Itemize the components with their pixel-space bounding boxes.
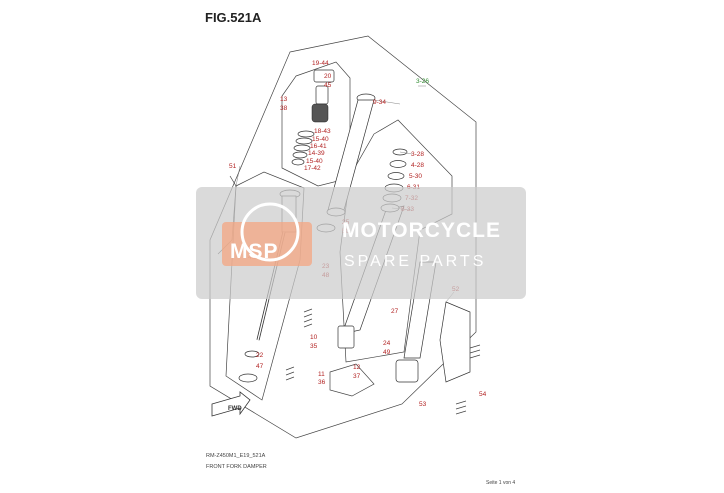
callout-24: 24 <box>383 340 391 347</box>
watermark-badge-ring <box>240 202 300 262</box>
watermark-line2: SPARE PARTS <box>344 253 486 270</box>
callout-17-42: 17-42 <box>304 165 321 172</box>
callout-22: 22 <box>256 352 264 359</box>
spring-seat-outline <box>281 61 351 187</box>
callout-47: 47 <box>256 363 264 370</box>
springs <box>285 308 481 415</box>
callout-51: 51 <box>229 163 237 170</box>
watermark-line1: MOTORCYCLE <box>342 219 501 242</box>
watermark-badge: MSP <box>230 240 279 263</box>
callout-16-41: 16-41 <box>310 143 327 150</box>
callout-37: 37 <box>353 373 361 380</box>
page-indicator: Seite 1 von 4 <box>486 480 516 486</box>
callout-14-39: 14-39 <box>308 150 325 157</box>
callout-53: 53 <box>419 401 427 408</box>
callout-20: 20 <box>324 73 332 80</box>
callout-13: 13 <box>280 96 288 103</box>
watermark-accent <box>222 222 312 266</box>
callout-12: 12 <box>353 364 361 371</box>
figure-code: RM-Z450M1_E19_521A <box>206 453 266 459</box>
callout-3-26: 3-26 <box>416 78 429 85</box>
fork-protector <box>439 301 471 383</box>
callout-38: 38 <box>280 105 288 112</box>
callout-27: 27 <box>391 308 399 315</box>
fwd-label: FWD <box>228 406 242 412</box>
watermark: MSP MOTORCYCLE SPARE PARTS <box>196 187 526 299</box>
callout-35: 35 <box>310 343 318 350</box>
watermark-panel <box>196 187 526 299</box>
figure-name: FRONT FORK DAMPER <box>206 464 267 470</box>
callout-5-30: 5-30 <box>409 173 422 180</box>
callout-10: 10 <box>310 334 318 341</box>
callout-15-40-b: 15-40 <box>306 158 323 165</box>
callout-3-28: 3-28 <box>411 151 424 158</box>
figure-title: FIG.521A <box>205 10 262 25</box>
bottom-inner-outline <box>329 363 375 397</box>
callout-19-44: 19-44 <box>312 60 329 67</box>
callout-18-43: 18-43 <box>314 128 331 135</box>
callout-11: 11 <box>318 371 325 378</box>
callout-54: 54 <box>479 391 487 398</box>
fwd-arrow: FWD <box>211 391 251 417</box>
callout-9-34: 9-34 <box>373 99 386 106</box>
callout-49: 49 <box>383 349 391 356</box>
callout-15-40-a: 15-40 <box>312 136 329 143</box>
callout-4-28: 4-28 <box>411 162 424 169</box>
callout-45: 45 <box>324 82 332 89</box>
callout-36: 36 <box>318 379 326 386</box>
spring-seat-parts <box>291 69 335 166</box>
